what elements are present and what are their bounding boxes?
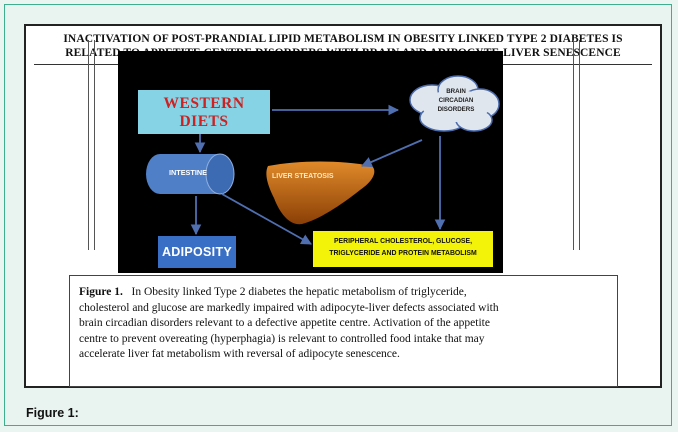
western-diets-line-1: WESTERN: [163, 95, 245, 112]
figure-caption: Figure 1. In Obesity linked Type 2 diabe…: [69, 275, 618, 387]
brain-label-line-1: BRAIN: [446, 88, 466, 95]
figure-footer-label: Figure 1:: [26, 406, 79, 420]
peripheral-line-2: TRIGLYCERIDE AND PROTEIN METABOLISM: [329, 250, 477, 257]
arrow-intestine-to-peripheral: [221, 193, 312, 245]
left-frame-line-outer: [88, 40, 89, 250]
caption-line-4: centre to prevent overeating (hyperphagi…: [79, 332, 485, 345]
liver-shape: [266, 161, 375, 225]
liver-steatosis-label: LIVER STEATOSIS: [272, 173, 334, 180]
peripheral-metabolism-box: PERIPHERAL CHOLESTEROL, GLUCOSE, TRIGLYC…: [313, 231, 493, 267]
caption-line-3: brain circadian disorders relevant to a …: [79, 317, 490, 330]
brain-label-line-2: CIRCADIAN: [438, 97, 474, 104]
right-frame-line-outer: [579, 40, 580, 250]
caption-label: Figure 1.: [79, 286, 123, 298]
right-frame-line-inner: [573, 40, 574, 250]
left-frame-line-inner: [94, 40, 95, 250]
caption-line-2: cholesterol and glucose are markedly imp…: [79, 301, 499, 314]
arrow-brain-to-liver: [361, 139, 423, 168]
caption-text-1: In Obesity linked Type 2 diabetes the he…: [131, 286, 467, 298]
brain-cloud-shape: [409, 75, 500, 132]
brain-label-line-3: DISORDERS: [437, 106, 475, 113]
caption-line-5: accelerate liver fat metabolism with rev…: [79, 348, 400, 361]
brain-circadian-label: BRAIN CIRCADIAN DISORDERS: [416, 87, 496, 114]
intestine-label: INTESTINE: [168, 168, 208, 177]
figure-title-line-1: INACTIVATION OF POST-PRANDIAL LIPID META…: [63, 33, 623, 45]
adiposity-box: ADIPOSITY: [158, 236, 236, 268]
caption-line-1: Figure 1. In Obesity linked Type 2 diabe…: [79, 285, 609, 301]
intestine-shape: [146, 153, 235, 195]
western-diets-box: WESTERN DIETS: [138, 90, 270, 134]
peripheral-line-1: PERIPHERAL CHOLESTEROL, GLUCOSE,: [333, 238, 473, 245]
western-diets-line-2: DIETS: [179, 113, 229, 130]
